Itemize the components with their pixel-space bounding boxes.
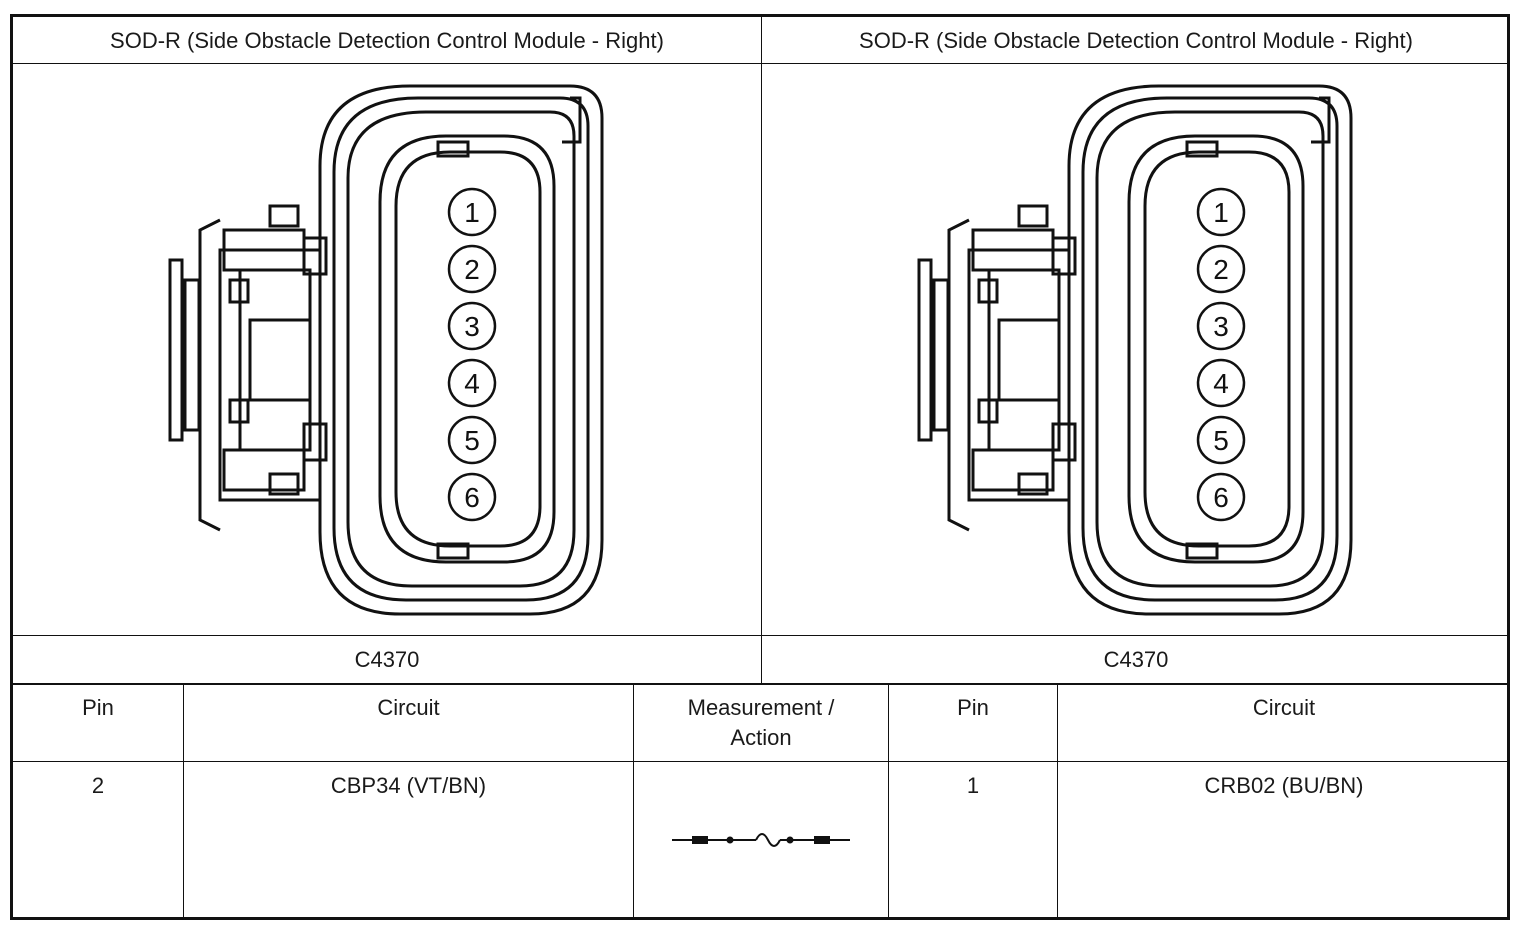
right-connector-id: C4370 <box>1103 647 1169 672</box>
left-pin-5 <box>447 415 497 465</box>
right-pin-3 <box>1196 301 1246 351</box>
right-pin-6 <box>1196 472 1246 522</box>
left-pin-6 <box>447 472 497 522</box>
header-measurement-line1: Measurement / <box>687 695 835 720</box>
header-circuit-left: Circuit <box>377 695 440 720</box>
row-circuit-right: CRB02 (BU/BN) <box>1204 773 1364 798</box>
image-divider <box>13 635 1510 636</box>
left-pin-label-4: 4 <box>464 368 480 399</box>
left-pin-2 <box>447 244 497 294</box>
left-pin-label-2: 2 <box>464 254 480 285</box>
row-circuit-left: CBP34 (VT/BN) <box>330 773 487 798</box>
right-pin-label-3: 3 <box>1213 311 1229 342</box>
right-pin-5 <box>1196 415 1246 465</box>
table-top-divider <box>13 683 1510 685</box>
pinout-table <box>10 14 1510 920</box>
fused-jumper-icon <box>672 833 850 847</box>
right-pin-1 <box>1196 187 1246 237</box>
left-panel-title: SOD-R (Side Obstacle Detection Control M… <box>110 28 664 53</box>
right-pin-label-1: 1 <box>1213 197 1229 228</box>
col-divider-1 <box>183 684 184 917</box>
right-pin-label-5: 5 <box>1213 425 1229 456</box>
left-pin-label-1: 1 <box>464 197 480 228</box>
header-pin-left: Pin <box>82 695 114 720</box>
left-pin-label-5: 5 <box>464 425 480 456</box>
left-pin-label-6: 6 <box>464 482 480 513</box>
right-housing-outer <box>1067 84 1353 616</box>
left-pin-4 <box>447 358 497 408</box>
left-connector-diagram: 1 2 3 4 5 6 <box>168 84 604 616</box>
col-divider-2 <box>633 684 634 917</box>
right-panel-title: SOD-R (Side Obstacle Detection Control M… <box>859 28 1413 53</box>
right-pin-label-4: 4 <box>1213 368 1229 399</box>
panel-divider <box>761 17 762 683</box>
header-measurement-line2: Action <box>730 725 792 750</box>
left-pin-label-3: 3 <box>464 311 480 342</box>
row-pin-left: 2 <box>91 773 105 798</box>
left-pin-3 <box>447 301 497 351</box>
col-divider-3 <box>888 684 889 917</box>
col-divider-4 <box>1057 684 1058 917</box>
right-pin-4 <box>1196 358 1246 408</box>
right-pin-label-6: 6 <box>1213 482 1229 513</box>
right-pin-label-2: 2 <box>1213 254 1229 285</box>
header-divider <box>13 761 1510 762</box>
left-housing-outer <box>318 84 604 616</box>
right-pin-2 <box>1196 244 1246 294</box>
right-cavity-outer <box>1127 134 1305 564</box>
title-divider <box>13 63 1510 64</box>
header-pin-right: Pin <box>957 695 989 720</box>
row-measurement-cell <box>634 762 888 917</box>
left-connector-id: C4370 <box>354 647 420 672</box>
header-circuit-right: Circuit <box>1252 695 1316 720</box>
row-pin-right: 1 <box>966 773 980 798</box>
left-cavity-outer <box>378 134 556 564</box>
left-pin-1 <box>447 187 497 237</box>
right-connector-diagram: 1 2 3 4 5 6 <box>917 84 1353 616</box>
